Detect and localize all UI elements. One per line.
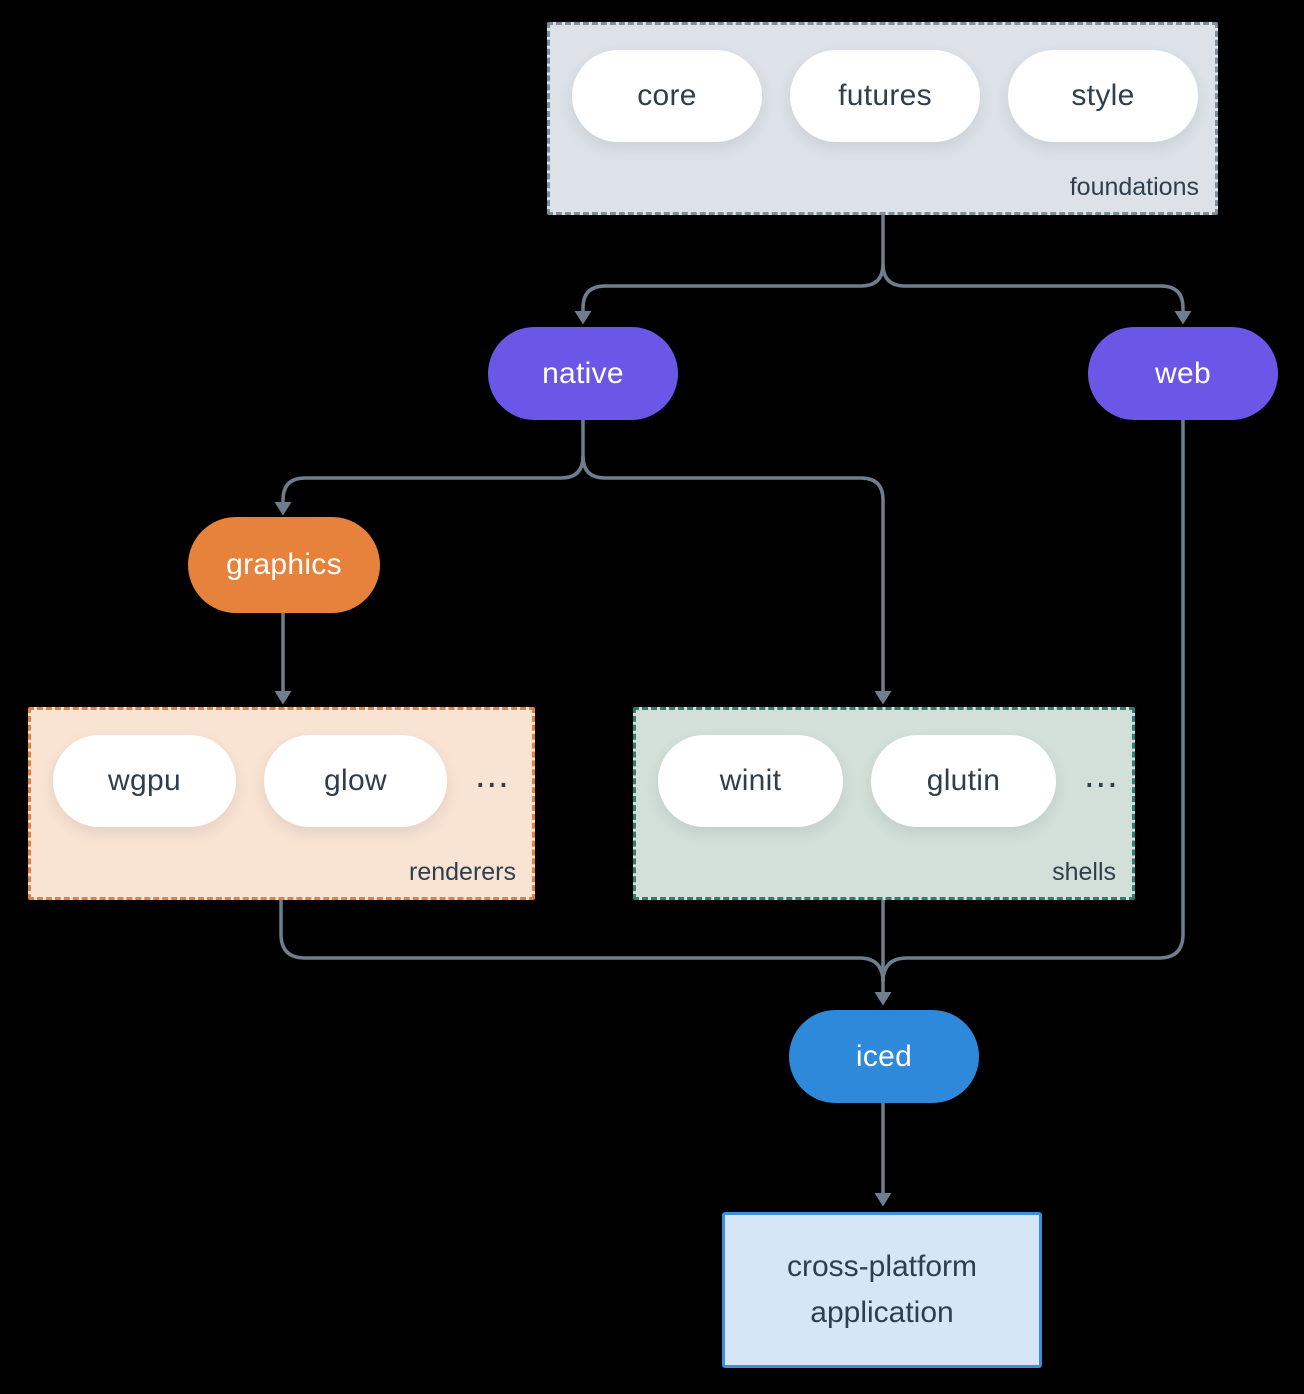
group-foundations: core futures style foundations	[547, 22, 1218, 215]
node-futures: futures	[790, 50, 980, 142]
edge-renderers-iced	[279, 900, 885, 983]
edge-foundations-native	[581, 215, 885, 312]
foundations-pill-row: core futures style	[572, 50, 1198, 142]
node-core: core	[572, 50, 762, 142]
edge-foundations-web	[881, 263, 1185, 312]
node-application: cross-platform application	[722, 1212, 1042, 1368]
shells-more-indicator: ...	[1084, 753, 1119, 796]
group-label-foundations: foundations	[1069, 173, 1199, 201]
edge-web-iced	[881, 420, 1185, 983]
arrowhead-graphics	[274, 502, 292, 516]
arrowhead-application	[874, 1193, 892, 1207]
node-graphics: graphics	[188, 517, 380, 613]
renderers-pill-row: wgpu glow ...	[53, 735, 510, 827]
group-label-shells: shells	[1052, 858, 1116, 886]
node-winit: winit	[658, 735, 843, 827]
node-glutin: glutin	[871, 735, 1056, 827]
renderers-more-indicator: ...	[475, 753, 510, 796]
group-label-renderers: renderers	[409, 858, 516, 886]
edge-native-graphics	[281, 420, 585, 503]
group-shells: winit glutin ... shells	[633, 707, 1135, 900]
node-native: native	[488, 327, 678, 420]
edge-native-shells	[581, 455, 885, 692]
arrowhead-shells	[874, 691, 892, 705]
shells-pill-row: winit glutin ...	[658, 735, 1119, 827]
node-glow: glow	[264, 735, 447, 827]
node-iced: iced	[789, 1010, 979, 1103]
group-renderers: wgpu glow ... renderers	[28, 707, 535, 900]
node-wgpu: wgpu	[53, 735, 236, 827]
arrowhead-web	[1174, 311, 1192, 325]
arrowhead-native	[574, 311, 592, 325]
arrowhead-renderers	[274, 691, 292, 705]
node-style: style	[1008, 50, 1198, 142]
arrowhead-iced	[874, 992, 892, 1006]
node-web: web	[1088, 327, 1278, 420]
